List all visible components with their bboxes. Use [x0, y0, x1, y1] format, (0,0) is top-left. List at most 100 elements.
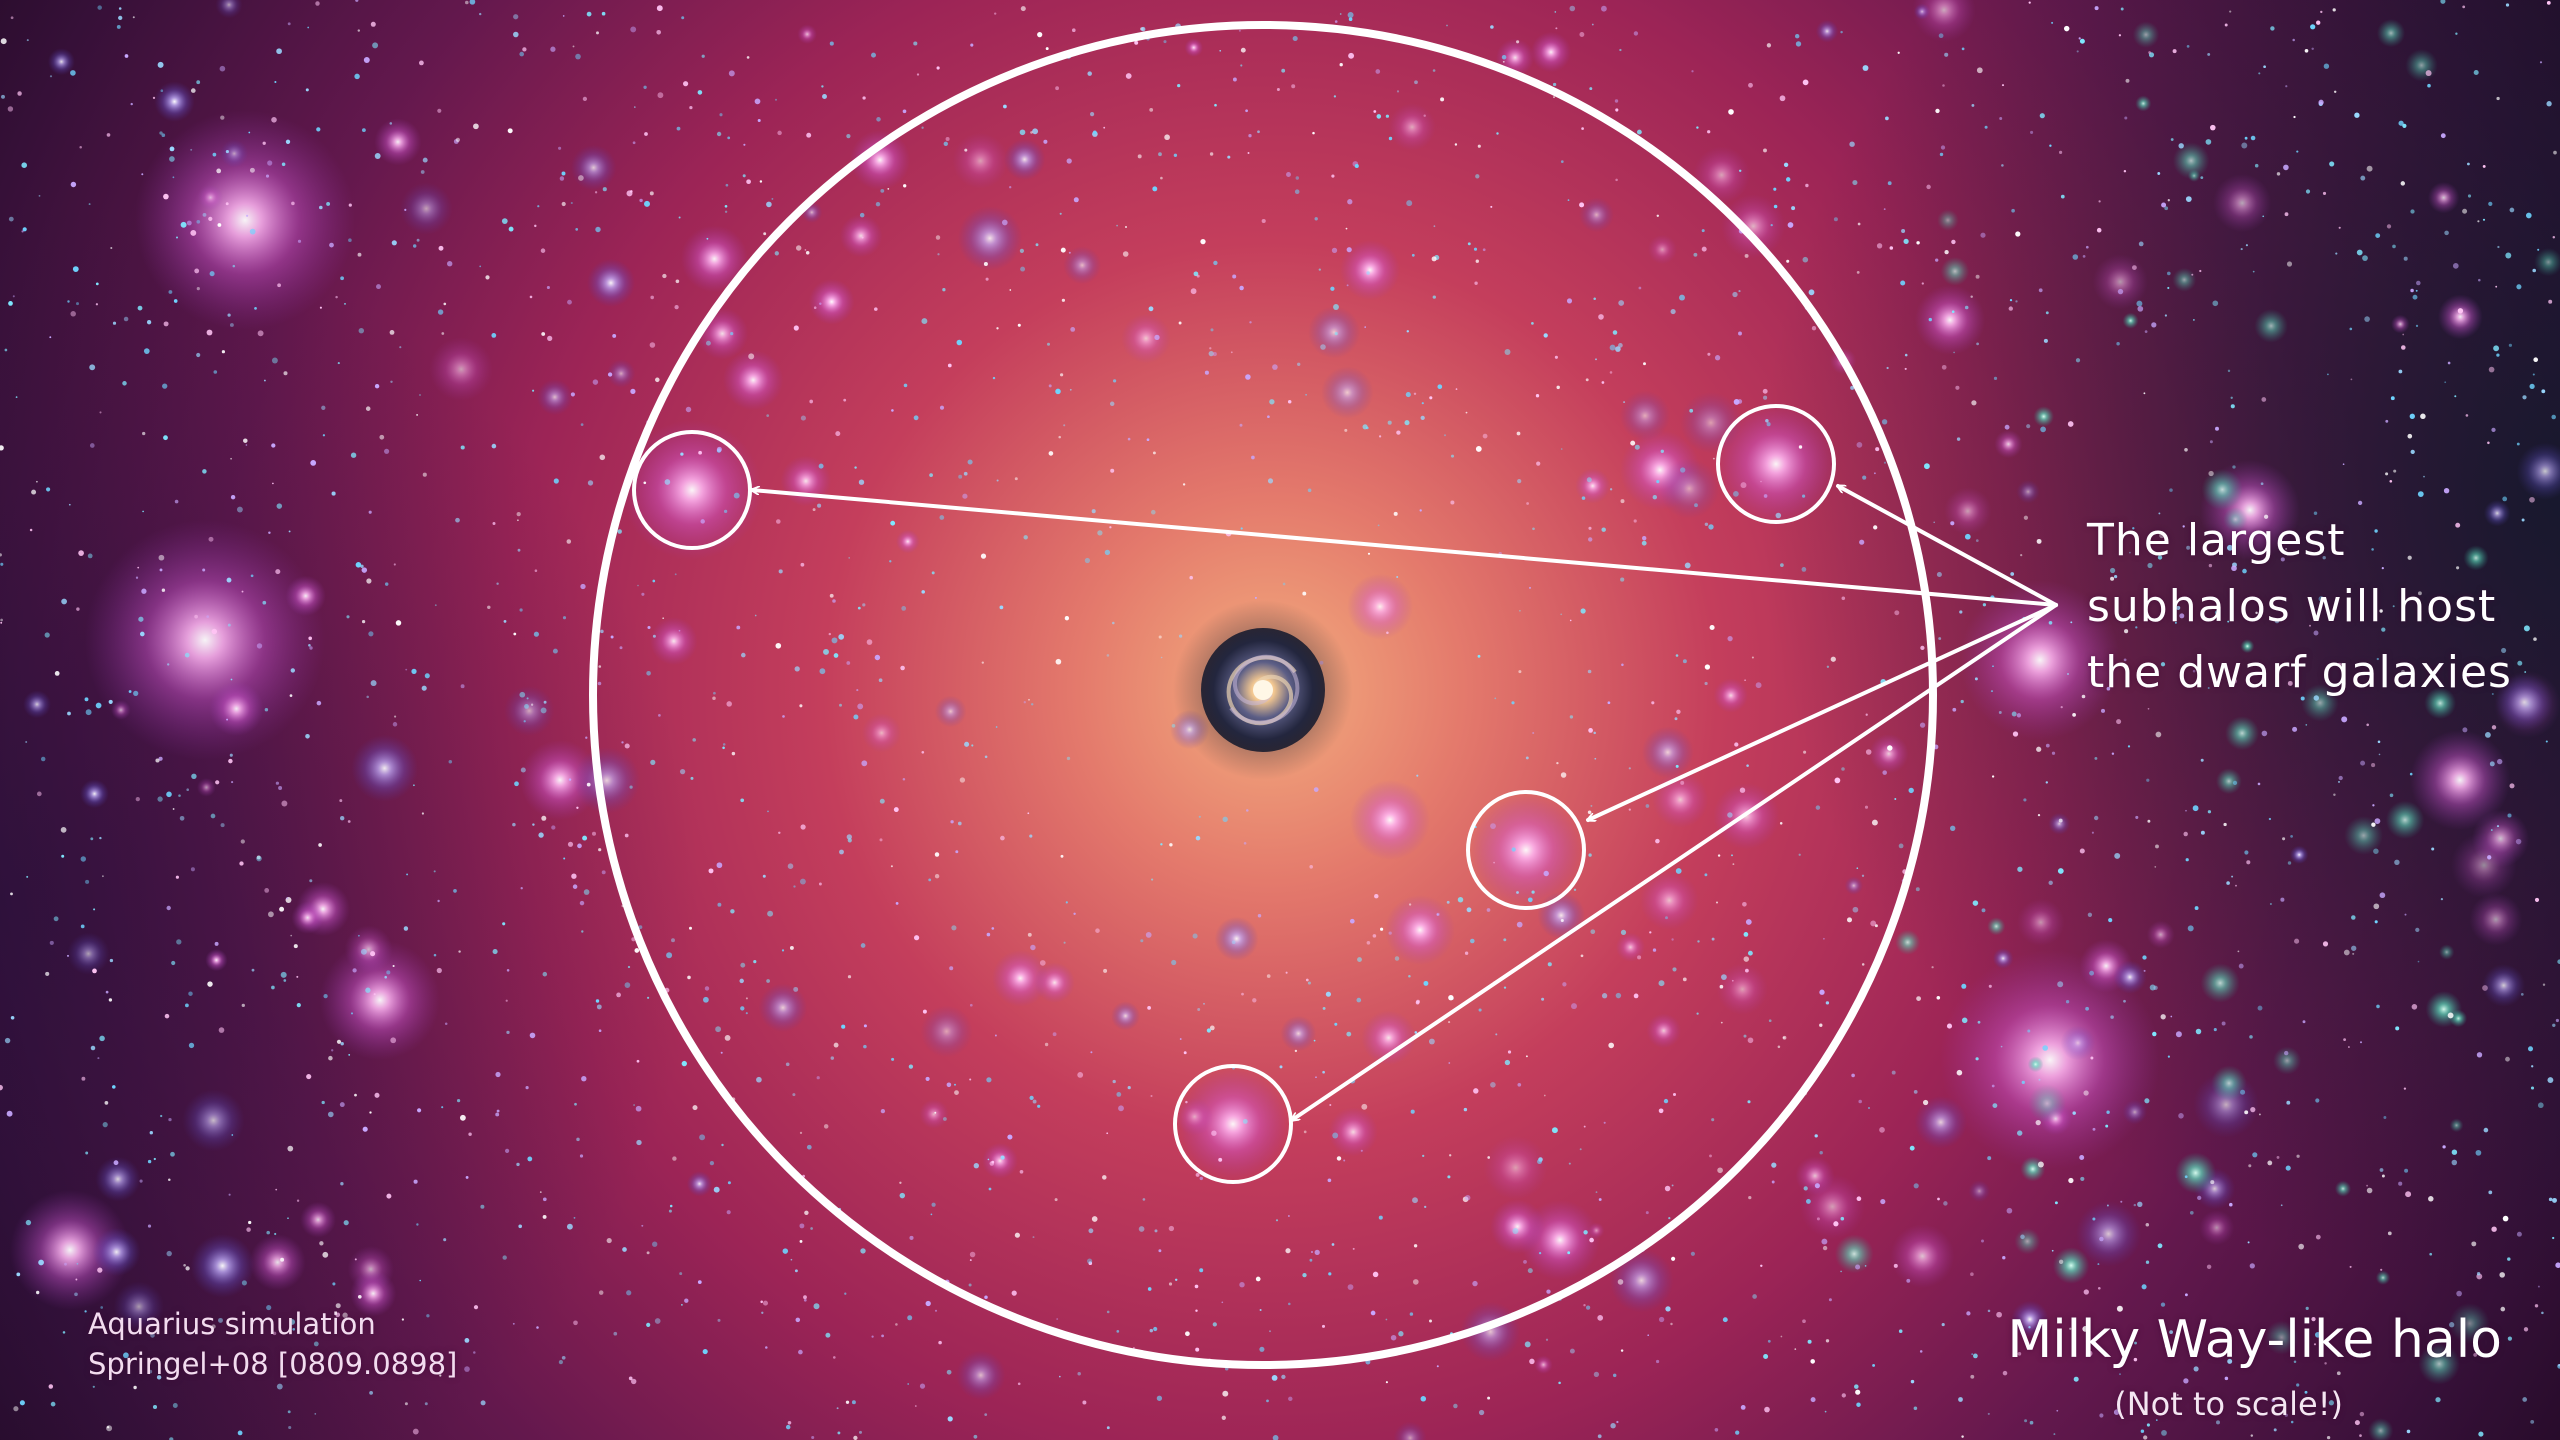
particle-dot: [1675, 654, 1679, 657]
particle-dot: [1189, 575, 1193, 580]
particle-dot: [413, 1179, 418, 1184]
particle-dot: [1680, 780, 1685, 785]
particle-dot: [1856, 1402, 1861, 1407]
particle-dot: [1824, 1410, 1827, 1413]
particle-dot: [503, 619, 507, 623]
particle-dot: [799, 1131, 803, 1135]
particle-dot: [794, 1269, 798, 1273]
particle-dot: [1770, 223, 1773, 227]
particle-dot: [1840, 1216, 1845, 1221]
particle-dot: [2076, 50, 2079, 53]
particle-dot: [2417, 591, 2422, 596]
particle-dot: [287, 1217, 289, 1220]
particle-dot: [1464, 951, 1469, 955]
particle-dot: [879, 798, 885, 804]
particle-dot: [1779, 95, 1786, 102]
particle-dot: [1904, 353, 1908, 357]
particle-dot: [1551, 1127, 1558, 1134]
particle-dot: [419, 394, 421, 396]
particle-dot: [2412, 294, 2418, 300]
particle-dot: [782, 1248, 789, 1254]
particle-dot: [540, 707, 547, 714]
particle-dot: [1919, 1350, 1923, 1353]
particle-dot: [194, 268, 200, 274]
particle-dot: [335, 1312, 341, 1318]
subhalo-glow: [797, 24, 817, 44]
particle-dot: [720, 1051, 723, 1054]
particle-dot: [1238, 29, 1241, 32]
particle-dot: [280, 1257, 285, 1262]
particle-dot: [283, 979, 287, 982]
particle-dot: [2457, 308, 2464, 314]
particle-dot: [2051, 1249, 2054, 1252]
particle-dot: [1999, 117, 2003, 120]
particle-dot: [1436, 912, 1440, 917]
particle-dot: [1331, 247, 1338, 254]
particle-dot: [2247, 1241, 2250, 1244]
particle-dot: [2149, 984, 2156, 991]
subhalo-glow: [896, 529, 920, 554]
subhalo-glow: [1328, 1107, 1378, 1157]
particle-dot: [1762, 388, 1768, 394]
particle-dot: [89, 364, 96, 371]
particle-dot: [1073, 912, 1076, 915]
particle-dot: [2132, 265, 2137, 270]
particle-dot: [580, 423, 584, 426]
particle-dot: [981, 661, 984, 664]
particle-dot: [1787, 222, 1794, 228]
particle-dot: [1767, 1339, 1771, 1343]
particle-dot: [130, 102, 133, 106]
particle-dot: [250, 574, 254, 578]
particle-dot: [1195, 835, 1201, 841]
particle-dot: [281, 162, 286, 167]
particle-dot: [1291, 84, 1296, 89]
particle-dot: [1087, 71, 1092, 76]
particle-dot: [1450, 500, 1455, 505]
particle-dot: [213, 370, 218, 374]
particle-dot: [1288, 1396, 1293, 1402]
particle-dot: [1352, 1247, 1355, 1250]
particle-dot: [2116, 719, 2122, 725]
particle-dot: [520, 887, 523, 890]
subhalo-glow: [1940, 256, 1970, 286]
particle-dot: [464, 1366, 470, 1372]
particle-dot: [1305, 978, 1309, 982]
particle-dot: [266, 1230, 270, 1235]
particle-dot: [2529, 383, 2535, 390]
particle-dot: [1177, 83, 1181, 88]
particle-dot: [48, 1384, 54, 1389]
particle-dot: [537, 205, 540, 208]
particle-dot: [2252, 270, 2255, 273]
particle-dot: [1310, 1250, 1314, 1254]
particle-dot: [2245, 244, 2248, 247]
particle-dot: [1671, 938, 1674, 941]
particle-dot: [2091, 831, 2094, 834]
particle-dot: [1891, 1070, 1896, 1075]
subhalo-glow: [2223, 507, 2248, 532]
particle-dot: [1482, 248, 1486, 252]
particle-dot: [1211, 1130, 1217, 1136]
particle-dot: [542, 971, 548, 977]
particle-dot: [1116, 1330, 1120, 1333]
particle-dot: [2094, 815, 2099, 821]
particle-dot: [685, 406, 692, 413]
particle-dot: [1507, 1050, 1512, 1054]
particle-dot: [1171, 959, 1177, 966]
particle-dot: [362, 1126, 368, 1132]
particle-dot: [1535, 394, 1540, 398]
particle-dot: [332, 1282, 336, 1286]
particle-dot: [1913, 1183, 1919, 1189]
particle-dot: [1203, 1002, 1205, 1005]
particle-dot: [1069, 388, 1072, 391]
particle-dot: [658, 714, 661, 717]
subhalo-glow: [1795, 1156, 1835, 1196]
particle-dot: [636, 1139, 642, 1146]
particle-dot: [2089, 970, 2095, 976]
particle-dot: [1628, 767, 1631, 770]
particle-dot: [1014, 1232, 1020, 1238]
particle-dot: [1766, 422, 1771, 427]
particle-dot: [271, 357, 278, 364]
particle-dot: [2214, 610, 2220, 615]
particle-dot: [2366, 165, 2373, 172]
particle-dot: [1760, 480, 1762, 483]
